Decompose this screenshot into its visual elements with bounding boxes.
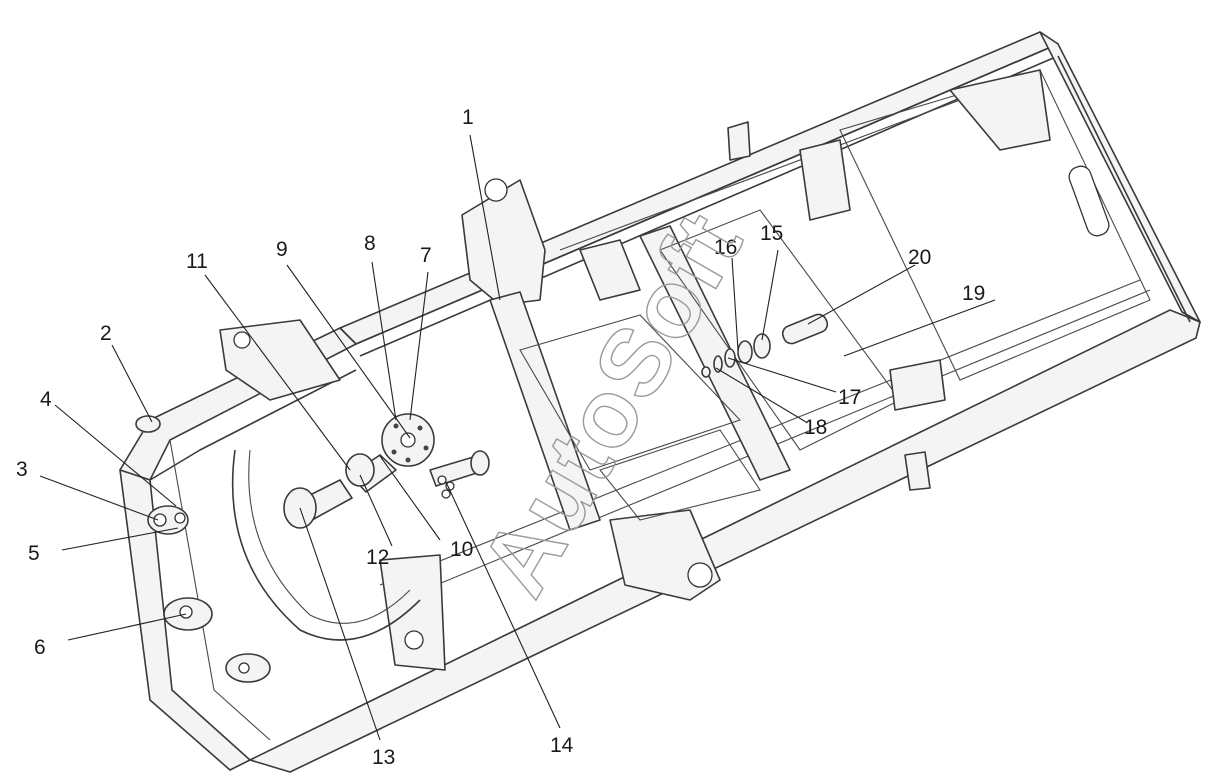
washer-2	[737, 340, 753, 364]
lower-side-rail	[249, 309, 1201, 773]
callout-15: 15	[760, 222, 783, 245]
washer-1	[753, 333, 771, 359]
top-mount-ear	[135, 415, 161, 433]
callout-2: 2	[100, 322, 112, 345]
cross-member-front	[489, 291, 601, 531]
rail-gusset-2	[799, 139, 851, 221]
rear-corner-gusset	[949, 69, 1051, 151]
callout-labels: 1 2 3 4 5 6 7 8 9 10 11 12 13 14 15 16 1…	[16, 106, 985, 769]
drive-shaft-assembly	[283, 413, 490, 529]
frame-structure	[119, 31, 1201, 773]
callout-14: 14	[550, 734, 574, 757]
engine-mount-loop	[231, 449, 421, 641]
callout-11: 11	[186, 250, 208, 273]
callout-6: 6	[34, 636, 46, 659]
callout-19: 19	[962, 282, 985, 305]
rear-end-beam	[1039, 31, 1201, 323]
callout-18: 18	[804, 416, 827, 439]
callout-3: 3	[16, 458, 28, 481]
callout-5: 5	[28, 542, 40, 565]
lower-mount-bracket	[379, 554, 446, 671]
callout-16: 16	[714, 236, 737, 259]
top-tab-bracket	[727, 121, 751, 161]
rail-gusset-3	[889, 359, 946, 411]
callout-13: 13	[372, 746, 395, 769]
callout-12: 12	[366, 546, 389, 569]
washer-3	[724, 348, 736, 368]
callout-10: 10	[450, 538, 473, 561]
leader-lines	[39, 134, 996, 741]
callout-17: 17	[838, 386, 861, 409]
shaft-bearing	[470, 450, 490, 476]
front-cross-bracket	[461, 179, 546, 306]
callout-4: 4	[40, 388, 52, 411]
callout-9: 9	[276, 238, 288, 261]
lower-tab-bracket	[904, 451, 931, 491]
callout-1: 1	[462, 106, 474, 129]
callout-20: 20	[908, 246, 931, 269]
pin-assembly	[701, 313, 829, 378]
nut	[701, 366, 711, 378]
pin	[781, 313, 829, 345]
rail-gusset-1	[579, 239, 641, 301]
callout-8: 8	[364, 232, 376, 255]
joint-yoke	[345, 453, 375, 487]
callout-7: 7	[420, 244, 432, 267]
